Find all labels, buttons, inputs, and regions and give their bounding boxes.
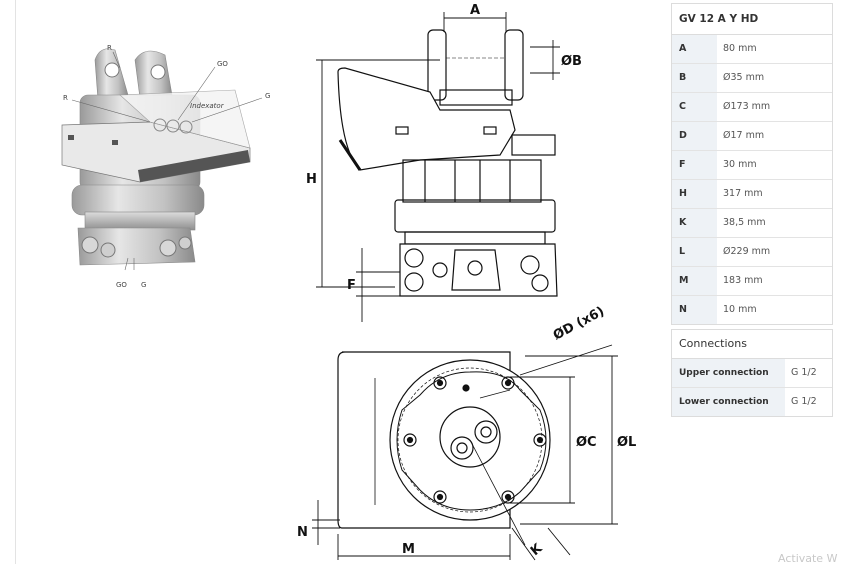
spec-row: M 183 mm	[672, 267, 832, 296]
spec-key: A	[672, 35, 717, 63]
callout-go-bottom: GO	[116, 281, 127, 289]
connection-row: Lower connection G 1/2	[672, 388, 832, 416]
spec-key: L	[672, 238, 717, 266]
connection-value: G 1/2	[791, 367, 817, 378]
drawing-canvas: Indexator R GO R G GO G	[61, 3, 636, 561]
spec-value: Ø229 mm	[723, 246, 771, 257]
dim-label-f: F	[347, 278, 356, 293]
dim-label-m: M	[402, 542, 415, 557]
rotator-technical-drawing: Indexator R GO R G GO G	[61, 3, 636, 561]
connection-row: Upper connection G 1/2	[672, 359, 832, 388]
callout-r-top: R	[107, 44, 112, 52]
spec-key: H	[672, 180, 717, 208]
spec-row: L Ø229 mm	[672, 238, 832, 267]
connections-table: Connections Upper connection G 1/2 Lower…	[671, 329, 833, 417]
rotator-3d-render: Indexator	[61, 48, 263, 271]
dim-label-h: H	[306, 172, 317, 187]
spec-key: N	[672, 296, 717, 324]
spec-row: F 30 mm	[672, 151, 832, 180]
spec-value: 10 mm	[723, 304, 757, 315]
spec-key: D	[672, 122, 717, 150]
spec-key: M	[672, 267, 717, 295]
spec-row: N 10 mm	[672, 296, 832, 324]
spec-row: D Ø17 mm	[672, 122, 832, 151]
spec-value: Ø35 mm	[723, 72, 765, 83]
dim-label-k: K	[528, 541, 546, 560]
spec-key: C	[672, 93, 717, 121]
spec-row: C Ø173 mm	[672, 93, 832, 122]
connection-value: G 1/2	[791, 396, 817, 407]
connections-table-title: Connections	[672, 330, 832, 359]
spec-key: K	[672, 209, 717, 237]
spec-value: Ø173 mm	[723, 101, 771, 112]
connection-key: Lower connection	[672, 388, 785, 416]
connection-key: Upper connection	[672, 359, 785, 387]
rotator-top-view	[337, 351, 551, 546]
spec-value: 183 mm	[723, 275, 763, 286]
spec-value: 317 mm	[723, 188, 763, 199]
callout-r-left: R	[63, 94, 68, 102]
callout-go-top: GO	[217, 60, 228, 68]
spec-row: K 38,5 mm	[672, 209, 832, 238]
dim-label-c: ØC	[576, 435, 597, 450]
dim-label-a: A	[470, 3, 480, 18]
spec-row: B Ø35 mm	[672, 64, 832, 93]
dim-label-d: ØD (x6)	[551, 304, 607, 343]
spec-row: A 80 mm	[672, 35, 832, 64]
specifications-table: GV 12 A Y HD A 80 mm B Ø35 mm C Ø173 mm …	[671, 3, 833, 325]
spec-value: 30 mm	[723, 159, 757, 170]
callout-g-right: G	[265, 92, 270, 100]
callout-g-bottom: G	[141, 281, 146, 289]
dim-label-n: N	[297, 525, 308, 540]
dim-label-b: ØB	[561, 54, 582, 69]
spec-value: Ø17 mm	[723, 130, 765, 141]
top-view-dimensions	[312, 344, 618, 561]
spec-row: H 317 mm	[672, 180, 832, 209]
rotator-side-view	[337, 29, 558, 297]
spec-value: 80 mm	[723, 43, 757, 54]
side-view-dimensions	[316, 12, 560, 322]
svg-text:Indexator: Indexator	[190, 102, 225, 110]
spec-table-title: GV 12 A Y HD	[672, 4, 832, 35]
spec-key: F	[672, 151, 717, 179]
spec-key: B	[672, 64, 717, 92]
spec-value: 38,5 mm	[723, 217, 766, 228]
page-left-border	[15, 0, 16, 564]
windows-activation-watermark: Activate W	[778, 552, 838, 565]
dim-label-l: ØL	[617, 435, 636, 450]
